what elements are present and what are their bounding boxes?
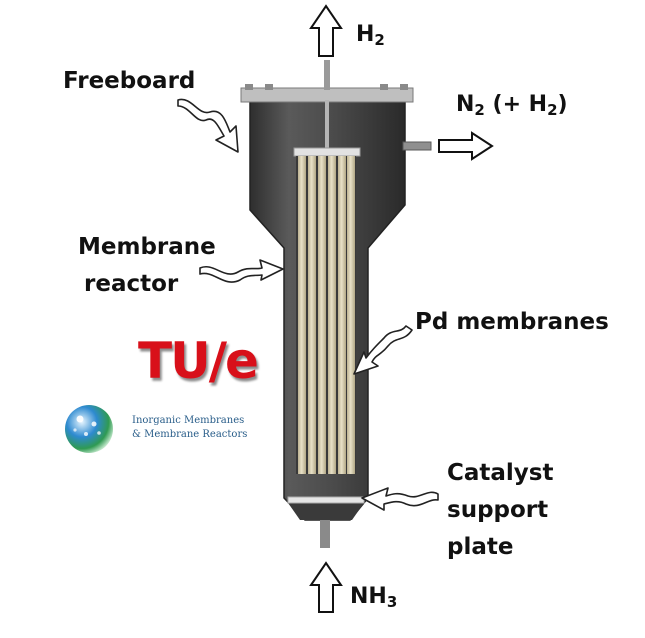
catalyst-support-plate: [287, 496, 365, 504]
pd-membrane-tube: [318, 156, 326, 474]
group-logo-line1: Inorganic Membranes: [132, 415, 245, 426]
membrane-reactor-label-line2: reactor: [84, 271, 179, 297]
membrane-reactor-label-line1: Membrane: [78, 234, 216, 260]
pd-membranes-pointer: [353, 325, 413, 375]
group-logo-icon: [65, 405, 113, 453]
h2-outlet-label: H2: [356, 22, 385, 49]
side-outlet-pipe: [402, 141, 432, 151]
catalyst-label-line1: Catalyst: [447, 460, 554, 486]
catalyst-label-line2: support: [447, 497, 549, 523]
pd-membrane-tube: [308, 156, 316, 474]
pd-membrane-tube: [338, 156, 346, 474]
freeboard-pointer: [177, 98, 239, 153]
bottom-inlet-pipe: [320, 520, 330, 548]
catalyst-plate-pointer: [361, 487, 439, 511]
freeboard-label: Freeboard: [63, 68, 196, 94]
membrane-bundle: [287, 147, 365, 504]
catalyst-label-line3: plate: [447, 534, 514, 560]
membrane-top-plate: [293, 147, 361, 157]
membrane-reactor-pointer: [199, 259, 284, 283]
n2-outlet-label: N2 (+ H2): [456, 92, 568, 119]
nh3-inlet-arrow: [309, 561, 343, 613]
top-outlet-pipe: [324, 60, 330, 90]
pd-membranes-label: Pd membranes: [415, 309, 609, 335]
nh3-inlet-label: NH3: [350, 584, 398, 611]
n2-outlet-arrow: [438, 131, 494, 161]
top-flange: [240, 87, 414, 103]
group-logo-text: Inorganic Membranes & Membrane Reactors: [132, 414, 247, 441]
group-logo-line2: & Membrane Reactors: [132, 428, 248, 440]
pd-membrane-tube: [298, 156, 306, 474]
pd-membrane-tube: [328, 156, 336, 474]
tue-logo: TU/e: [138, 332, 259, 390]
pd-membrane-tube: [347, 156, 355, 474]
h2-outlet-arrow: [309, 4, 343, 57]
